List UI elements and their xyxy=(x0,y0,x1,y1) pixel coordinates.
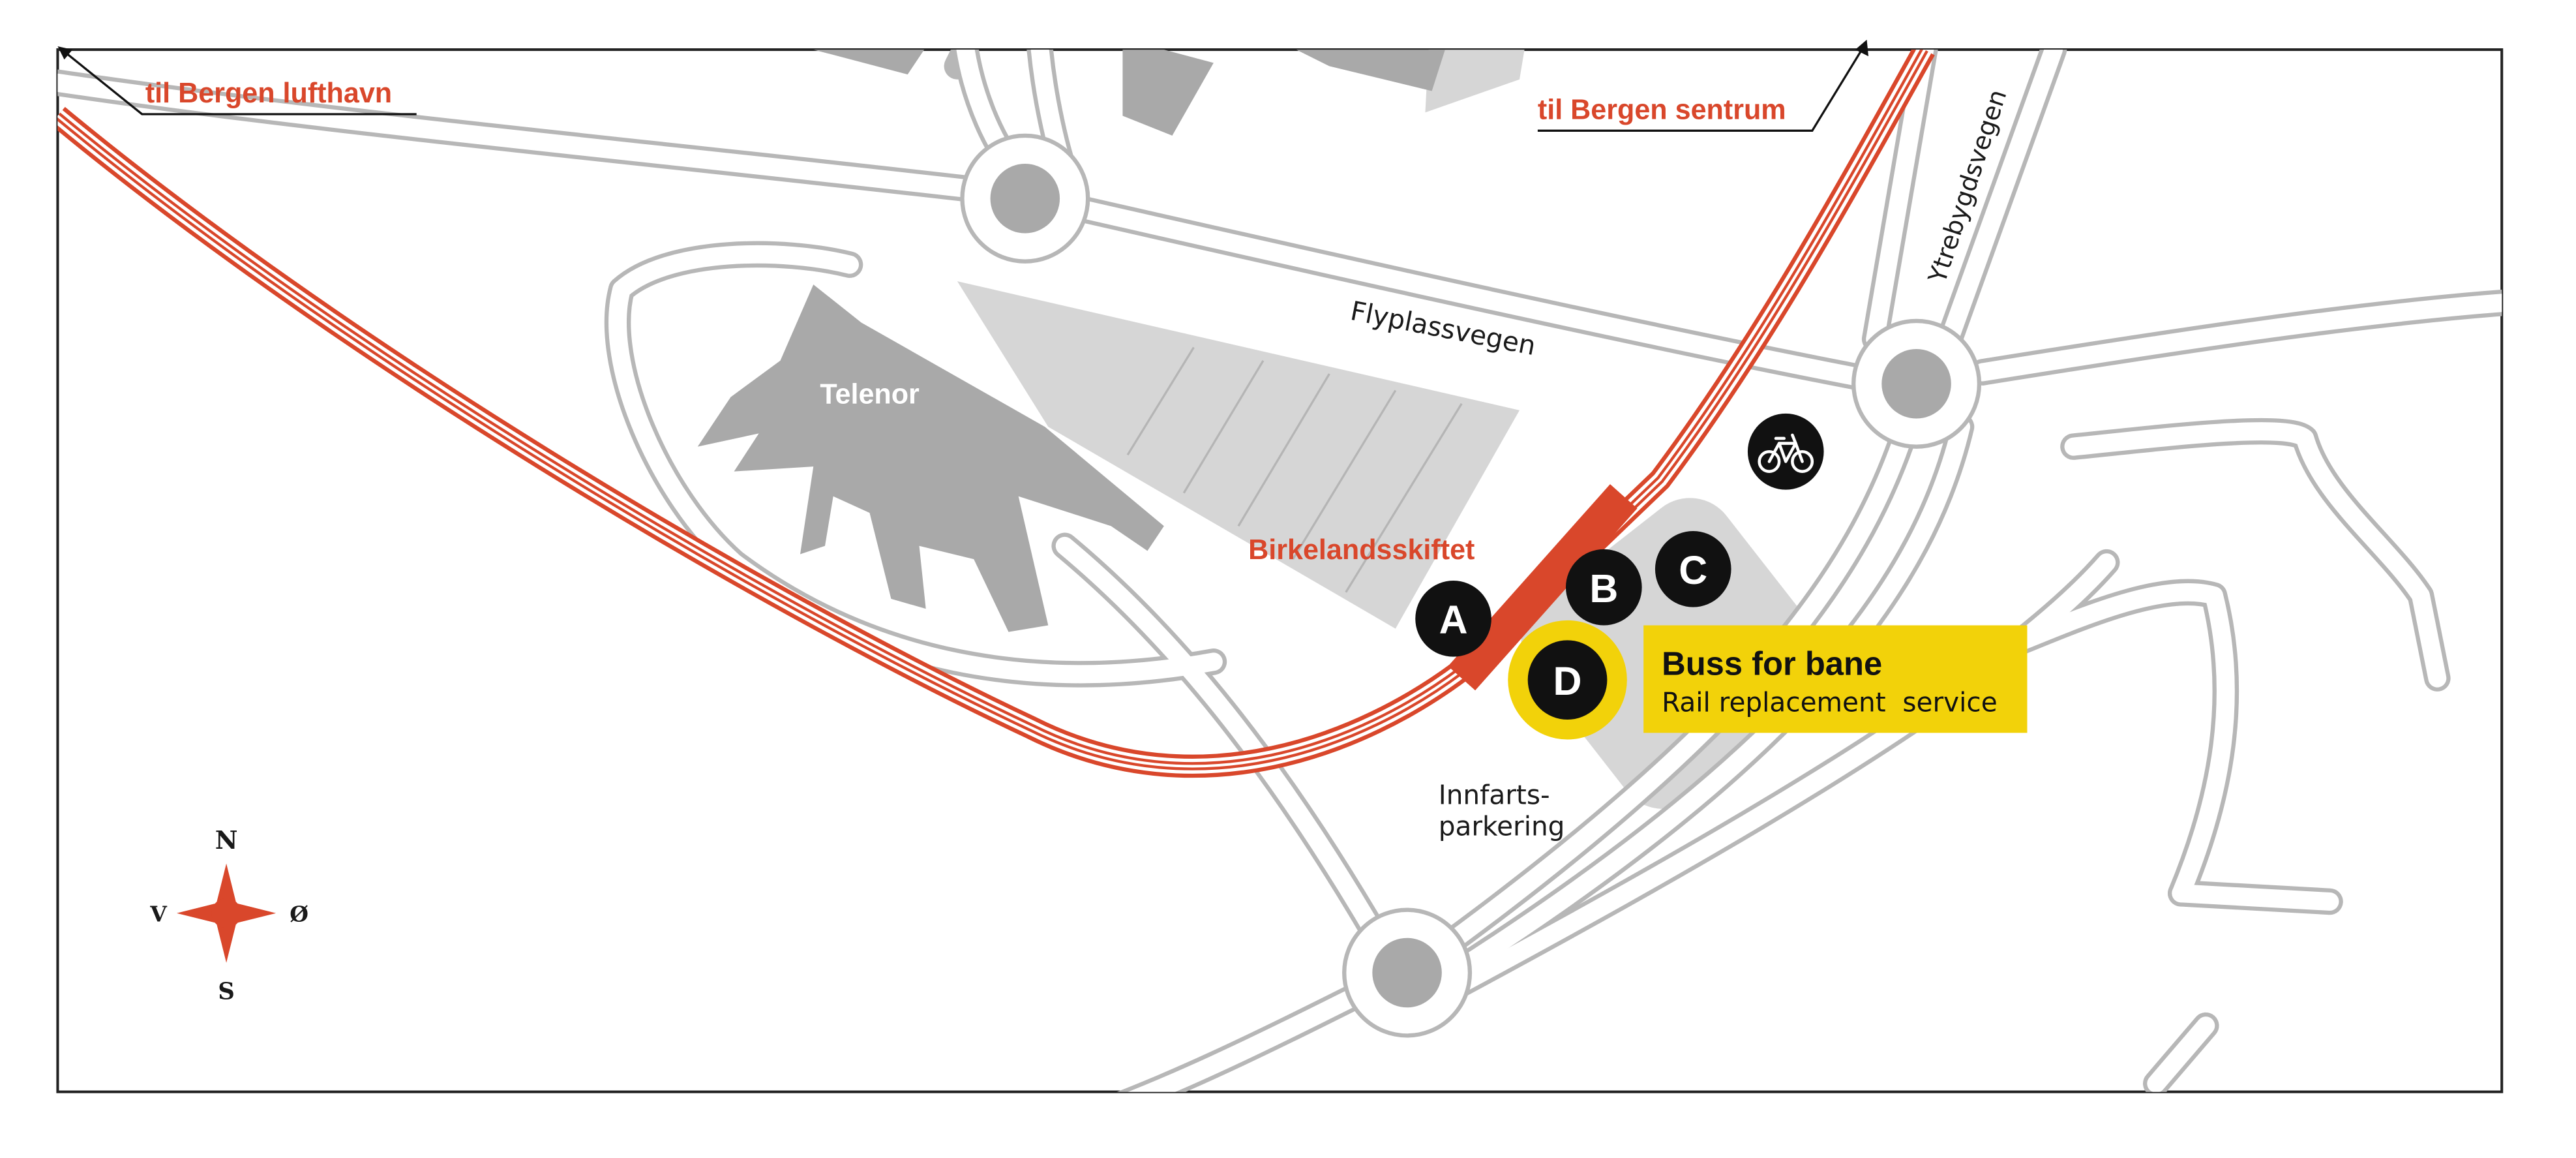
railway-line xyxy=(57,50,1935,778)
roundabouts xyxy=(960,133,1982,1038)
compass-icon: N S V Ø xyxy=(149,825,308,1005)
rail-replacement-callout: Buss for bane Rail replacement service xyxy=(1643,625,2028,733)
compass-n: N xyxy=(215,825,238,855)
stop-c-letter: C xyxy=(1679,548,1707,592)
stop-c[interactable]: C xyxy=(1655,530,1731,607)
station-platform xyxy=(1448,484,1638,691)
building-north-mid xyxy=(1122,50,1214,136)
airport-arrow-line xyxy=(65,52,417,115)
building-north-left xyxy=(813,50,925,75)
arrow-northeast-icon xyxy=(1855,39,1869,57)
stop-d-letter: D xyxy=(1553,659,1582,703)
callout-title: Buss for bane xyxy=(1662,645,1882,682)
stop-b-letter: B xyxy=(1589,566,1618,611)
callout-subtitle: Rail replacement service xyxy=(1662,686,1998,718)
telenor-building xyxy=(697,284,1164,632)
compass-e: Ø xyxy=(290,901,308,926)
parking-label-line1: Innfarts- xyxy=(1439,779,1550,810)
city-label: til Bergen sentrum xyxy=(1538,95,1786,126)
building-north-right xyxy=(1296,50,1445,91)
parking-lines xyxy=(1126,346,1463,593)
city-arrow-line xyxy=(1537,49,1863,132)
building-northeast xyxy=(1425,50,1525,113)
direction-city[interactable]: til Bergen sentrum xyxy=(1537,39,1869,132)
stop-b[interactable]: B xyxy=(1566,549,1642,626)
callout-box xyxy=(1643,625,2028,733)
telenor-label: Telenor xyxy=(820,379,920,410)
stop-a[interactable]: A xyxy=(1415,581,1491,657)
map-frame xyxy=(56,48,2504,1093)
station-label: Birkelandsskiftet xyxy=(1248,534,1475,566)
compass-w: V xyxy=(149,901,168,926)
bicycle-icon xyxy=(1747,413,1824,490)
airport-label: til Bergen lufthavn xyxy=(145,78,392,109)
arrow-northwest-icon xyxy=(57,46,73,60)
stop-a-letter: A xyxy=(1439,598,1468,642)
compass-s: S xyxy=(218,979,235,1005)
direction-airport[interactable]: til Bergen lufthavn xyxy=(57,46,417,115)
parking-lot-north xyxy=(957,281,1520,629)
parking-label-line2: parkering xyxy=(1439,811,1565,842)
stop-d[interactable]: D xyxy=(1508,620,1627,740)
